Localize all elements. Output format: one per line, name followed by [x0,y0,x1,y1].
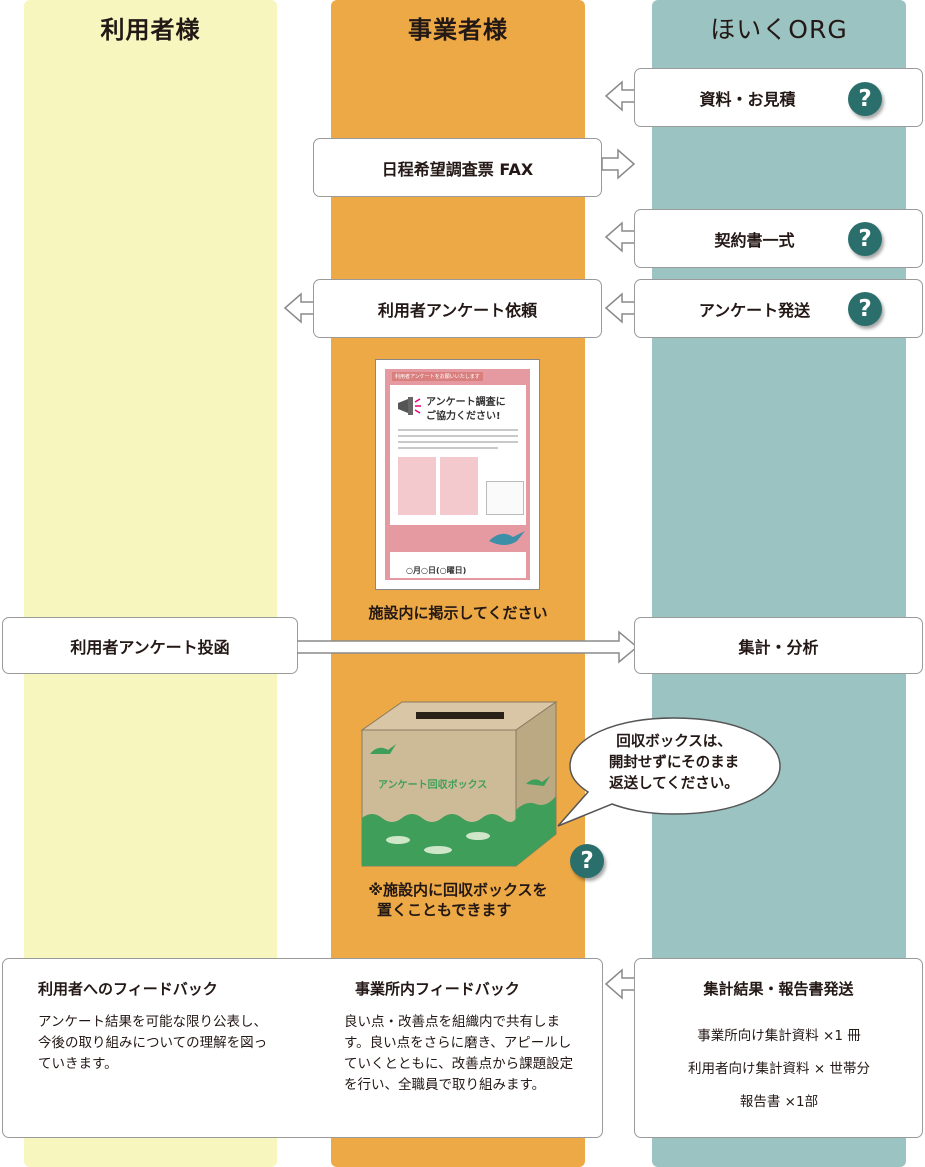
report-item: 報告書 ×1部 [739,1094,819,1110]
feedback-business-body: 良い点・改善点を組織内で共有します。良い点をさらに磨き、アピールしていくとともに… [344,1014,574,1093]
column-title-org: ほいくORG [710,15,848,44]
poster-header: 利用者アンケートをお願いいたします [392,372,483,381]
poster-date: ○月○日(○曜日) [406,566,467,575]
step-survey-request: 利用者アンケート依頼 [313,279,602,338]
feedback-user-body: アンケート結果を可能な限り公表し、今後の取り組みについての理解を図っていきます。 [38,1014,268,1072]
poster-caption: 施設内に掲示してください [368,604,548,622]
step-survey-send: アンケート発送 ? [634,279,923,338]
box-caption: ※施設内に回収ボックスを 置くこともできます [331,880,585,920]
column-title-business: 事業者様 [408,16,508,44]
poster-title-line1: アンケート調査に [426,397,506,408]
step-materials-label: 資料・お見積 [699,89,796,109]
poster-main-panel: 利用者アンケートをお願いいたします アンケート調査に ご協力ください! [390,372,526,525]
report-item: 利用者向け集計資料 × 世帯分 [688,1061,870,1077]
step-survey-post-label: 利用者アンケート投函 [70,637,230,657]
poster-background: 利用者アンケートをお願いいたします アンケート調査に ご協力ください! ○月○日… [385,369,530,580]
collection-box-image [360,701,558,868]
poster-contact-panel: ○月○日(○曜日) [390,552,526,578]
help-icon[interactable]: ? [570,844,604,878]
long-arrow-right-icon [297,630,639,664]
help-icon[interactable]: ? [848,222,882,256]
poster-title-line2: ご協力ください! [426,411,501,422]
collection-box-label: アンケート回収ボックス [378,780,488,791]
bubble-text: 回収ボックスは、 開封せずにそのまま 返送してください。 [574,732,774,795]
step-materials: 資料・お見積 ? [634,68,923,127]
step-survey-request-label: 利用者アンケート依頼 [377,300,538,320]
arrow-right-icon [601,148,636,180]
step-aggregate-label: 集計・分析 [738,637,819,657]
box-caption-line1: ※施設内に回収ボックスを [368,881,548,899]
feedback-user-title: 利用者へのフィードバック [38,980,218,998]
megaphone-icon [398,397,421,415]
feedback-box [2,958,603,1138]
column-title-user: 利用者様 [100,16,201,44]
step-schedule-fax: 日程希望調査票 FAX [313,138,602,197]
bubble-line1: 回収ボックスは、 [616,734,732,750]
feedback-business-title: 事業所内フィードバック [355,980,520,998]
step-schedule-fax-label: 日程希望調査票 FAX [381,159,534,179]
help-icon[interactable]: ? [848,82,882,116]
step-survey-send-label: アンケート発送 [698,300,811,320]
poster-block-pink-2 [440,457,478,515]
step-contract-label: 契約書一式 [714,230,795,250]
bird-icon [489,531,525,545]
report-title: 集計結果・報告書発送 [703,980,854,998]
step-aggregate: 集計・分析 [634,617,923,674]
box-caption-line2: 置くこともできます [377,901,512,919]
step-survey-post: 利用者アンケート投函 [2,617,298,674]
report-box [634,958,923,1138]
poster-form-image [486,481,524,515]
step-contract: 契約書一式 ? [634,209,923,268]
speech-bubble-shape [557,717,781,827]
bubble-line2: 開封せずにそのまま [608,755,740,771]
report-item: 事業所向け集計資料 ×1 冊 [697,1028,861,1044]
bubble-line3: 返送してください。 [609,776,739,792]
help-icon[interactable]: ? [848,292,882,326]
survey-poster: 利用者アンケートをお願いいたします アンケート調査に ご協力ください! ○月○日… [375,359,540,590]
poster-block-pink-1 [398,457,436,515]
